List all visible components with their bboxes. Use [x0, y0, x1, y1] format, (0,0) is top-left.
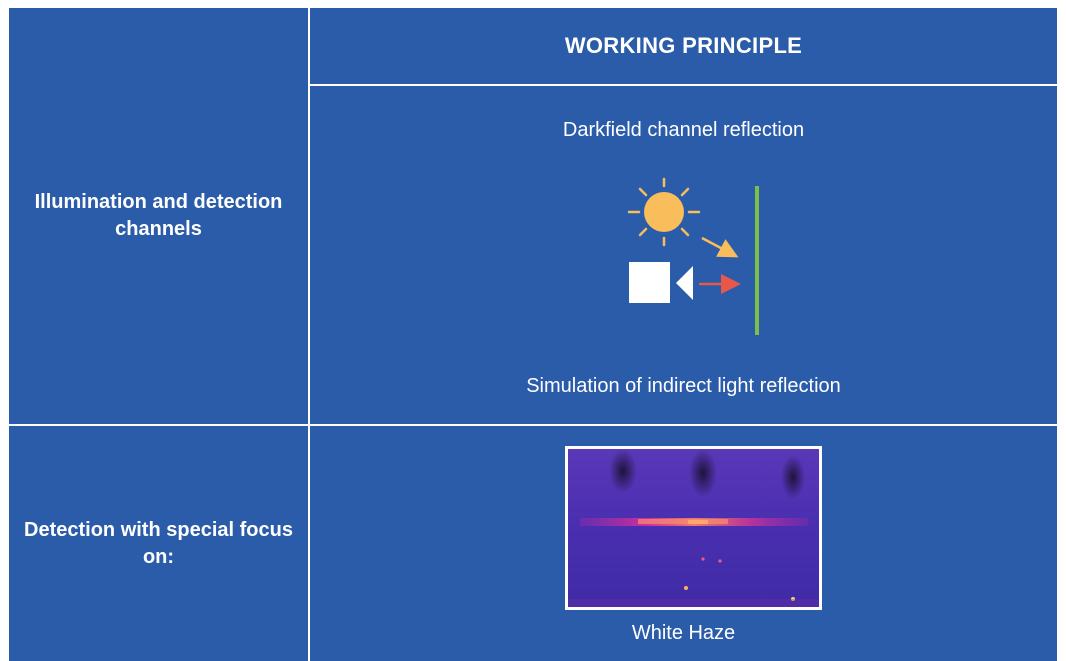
row-label-detection: Detection with special focus on:	[9, 517, 308, 571]
white-haze-image-frame	[565, 446, 822, 610]
camera-icon	[629, 262, 693, 303]
diagram-caption-bottom: Simulation of indirect light reflection	[526, 375, 841, 397]
white-haze-caption: White Haze	[631, 622, 736, 644]
light-ray-arrow	[701, 236, 739, 258]
diagram-caption-top: Darkfield channel reflection	[562, 119, 805, 141]
darkfield-diagram	[627, 177, 759, 335]
row-label-detection-text: Detection with special focus on:	[24, 518, 293, 568]
row-label-illumination-cell: Illumination and detection channels	[9, 8, 308, 424]
row-label-illumination: Illumination and detection channels	[9, 189, 308, 243]
image-cell: White Haze	[310, 426, 1057, 661]
sun-icon	[627, 177, 701, 247]
column-header-cell: WORKING PRINCIPLE	[310, 8, 1057, 84]
row-label-illumination-text: Illumination and detection channels	[34, 191, 283, 240]
white-haze-image	[568, 449, 819, 607]
row-label-detection-cell: Detection with special focus on:	[9, 426, 308, 661]
diagram-cell: Darkfield channel reflection Simulation …	[310, 86, 1057, 424]
column-header: WORKING PRINCIPLE	[564, 33, 803, 58]
